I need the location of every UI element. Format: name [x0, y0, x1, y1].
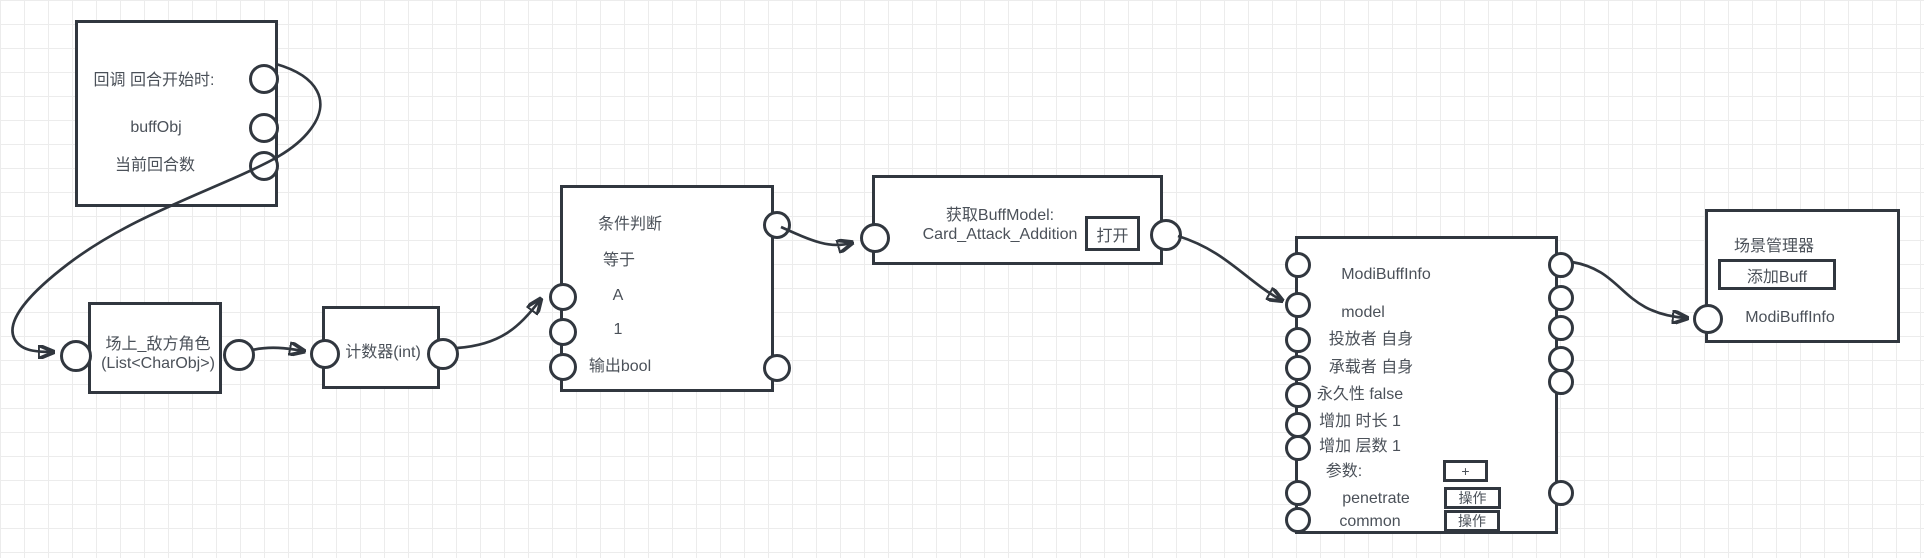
modibuff-stack-label: 增加 层数 1 [1319, 438, 1401, 455]
modibuff-model-label: model [1341, 304, 1385, 321]
callback-buffobj-port[interactable] [249, 113, 279, 143]
enemy-list-in-port[interactable] [60, 340, 92, 372]
counter-out-port[interactable] [427, 338, 459, 370]
node-get-buffmodel[interactable]: 获取BuffModel: Card_Attack_Addition 打开 [860, 175, 1182, 265]
penetrate-action-button[interactable]: 操作 [1444, 487, 1501, 509]
modibuff-carrier-label: 承载者 自身 [1328, 359, 1414, 376]
modibuff-in-exec-port[interactable] [1285, 252, 1311, 278]
connection-buffmodel-to-modibuff [1177, 234, 1281, 300]
modibuff-params-label: 参数: [1325, 463, 1363, 480]
callback-out-buffobj-label: buffObj [130, 119, 182, 136]
open-button[interactable]: 打开 [1085, 216, 1140, 251]
modibuff-common-label: common [1339, 513, 1401, 530]
condition-operand-b: 1 [613, 321, 623, 338]
modibuff-in-model-port[interactable] [1285, 292, 1311, 318]
connection-counter-to-condition [456, 300, 540, 350]
enemy-list-title: 场上_敌方角色 [105, 336, 211, 353]
modibuff-out-port-4[interactable] [1548, 346, 1574, 372]
enemy-list-out-port[interactable] [223, 339, 255, 371]
condition-title: 条件判断 [597, 216, 663, 233]
common-action-button[interactable]: 操作 [1444, 510, 1500, 532]
modibuff-in-carrier-port[interactable] [1285, 355, 1311, 381]
scene-manager-arg-label: ModiBuffInfo [1745, 309, 1835, 326]
condition-output-label: 输出bool [588, 358, 652, 375]
modibuff-penetrate-label: penetrate [1342, 490, 1410, 507]
modibuff-out-port-5[interactable] [1548, 369, 1574, 395]
counter-in-port[interactable] [310, 339, 340, 369]
connection-modibuff-to-scene-manager [1571, 260, 1686, 318]
condition-bool-out-port[interactable] [763, 354, 791, 382]
callback-out-turn-label: 当前回合数 [114, 157, 196, 174]
modibuff-out-port-6[interactable] [1548, 480, 1574, 506]
node-callback-turn-start[interactable]: 回调 回合开始时: buffObj 当前回合数 [75, 20, 279, 207]
modibuff-in-stack-port[interactable] [1285, 435, 1311, 461]
condition-in-a-port[interactable] [549, 283, 577, 311]
get-buffmodel-title: 获取BuffModel: [945, 207, 1055, 224]
callback-exec-port[interactable] [249, 64, 279, 94]
callback-title: 回调 回合开始时: [93, 72, 215, 89]
counter-label: 计数器(int) [345, 344, 421, 361]
modibuff-permanent-label: 永久性 false [1316, 386, 1404, 403]
condition-exec-out-port[interactable] [763, 211, 791, 239]
node-counter-int[interactable]: 计数器(int) [310, 306, 459, 389]
modibuff-out-port-3[interactable] [1548, 315, 1574, 341]
condition-in-c-port[interactable] [549, 353, 577, 381]
node-scene-manager[interactable]: 场景管理器 添加Buff ModiBuffInfo [1693, 209, 1900, 343]
modibuff-out-port-1[interactable] [1548, 252, 1574, 278]
add-param-button[interactable]: + [1443, 460, 1488, 482]
scene-manager-title: 场景管理器 [1733, 238, 1815, 255]
enemy-list-type: (List<CharObj>) [101, 355, 215, 372]
modibuff-out-port-2[interactable] [1548, 285, 1574, 311]
modibuff-in-permanent-port[interactable] [1285, 382, 1311, 408]
modibuff-caster-label: 投放者 自身 [1328, 331, 1414, 348]
callback-turn-port[interactable] [249, 151, 279, 181]
modibuff-in-caster-port[interactable] [1285, 327, 1311, 353]
modibuff-in-penetrate-port[interactable] [1285, 480, 1311, 506]
condition-operand-a: A [612, 287, 624, 304]
add-buff-button[interactable]: 添加Buff [1718, 259, 1836, 290]
modibuff-in-common-port[interactable] [1285, 507, 1311, 533]
get-buffmodel-name: Card_Attack_Addition [922, 226, 1078, 243]
scene-manager-in-port[interactable] [1693, 304, 1723, 334]
modibuff-title: ModiBuffInfo [1341, 266, 1431, 283]
get-buffmodel-in-port[interactable] [860, 223, 890, 253]
condition-operator: 等于 [602, 252, 636, 269]
node-enemy-characters[interactable]: 场上_敌方角色 (List<CharObj>) [60, 302, 255, 394]
condition-in-b-port[interactable] [549, 318, 577, 346]
connection-enemy-list-to-counter [251, 348, 303, 351]
node-condition[interactable]: 条件判断 等于 A 1 输出bool [549, 185, 791, 392]
connection-condition-to-buffmodel [780, 225, 851, 245]
modibuff-duration-label: 增加 时长 1 [1319, 413, 1401, 430]
get-buffmodel-out-port[interactable] [1150, 219, 1182, 251]
node-modibuffinfo[interactable]: ModiBuffInfo model 投放者 自身 承载者 自身 永久性 fal… [1285, 236, 1574, 534]
